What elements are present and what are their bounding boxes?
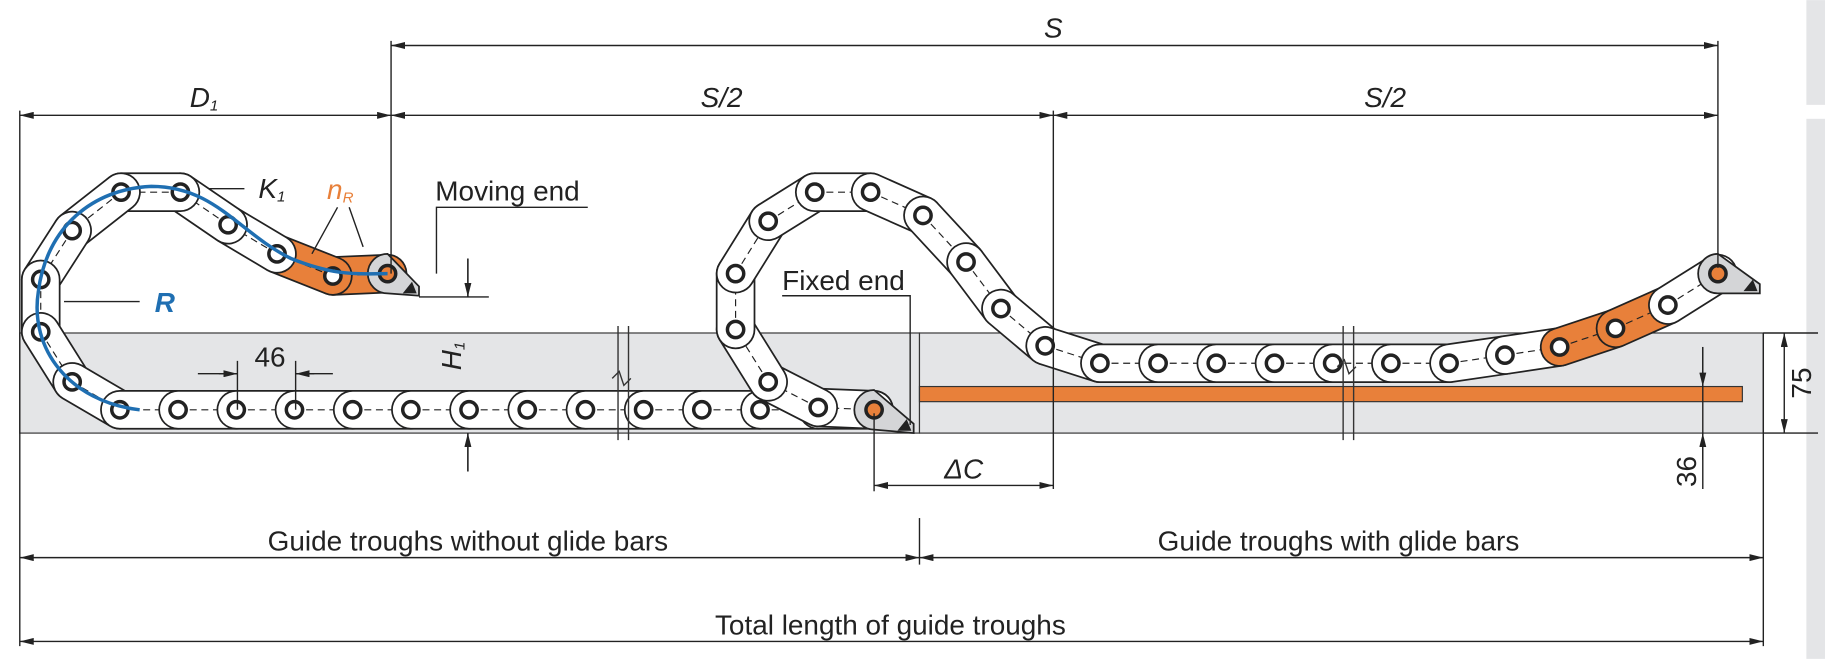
- label-s-half-left: S/2: [701, 82, 743, 113]
- break-mark: [611, 326, 1357, 441]
- chain-pin: [575, 399, 596, 420]
- chain-pin: [633, 399, 654, 420]
- label-s-half-right: S/2: [1364, 82, 1406, 113]
- chain-pin: [226, 399, 247, 420]
- label-h1: H1: [436, 342, 468, 371]
- energy-chain: [20, 172, 1761, 435]
- chain-pin: [725, 319, 746, 340]
- nr-leader: [311, 206, 364, 255]
- chain-pin: [1549, 337, 1570, 357]
- bend-radius-curve: [35, 184, 388, 412]
- chain-pin: [168, 399, 188, 420]
- fixed-end-leader: [782, 295, 911, 425]
- chain-link-axis: [1504, 346, 1560, 356]
- chain-pin: [1657, 295, 1678, 315]
- label-s: S: [1044, 12, 1063, 43]
- label-36: 36: [1671, 456, 1702, 487]
- label-with-glide-bars: Guide troughs with glide bars: [1158, 526, 1520, 557]
- bracket-mount-icon: [897, 419, 912, 431]
- label-fixed-end: Fixed end: [782, 265, 905, 296]
- chain-pin: [913, 205, 933, 226]
- bracket-mount-icon: [1743, 279, 1758, 292]
- moving-end-leader: [435, 206, 588, 274]
- glide-bar: [918, 385, 1743, 403]
- chain-end-bracket: [1697, 252, 1761, 295]
- chain-pin: [1035, 335, 1056, 356]
- chain-pin: [400, 399, 421, 420]
- label-moving-end: Moving end: [435, 175, 579, 206]
- chain-pin: [1264, 353, 1285, 374]
- chain-pin: [1206, 353, 1227, 374]
- label-nr: nR: [327, 174, 354, 206]
- chain-pin: [956, 252, 976, 272]
- label-k1: K1: [258, 173, 285, 205]
- side-strip: [1806, 118, 1825, 659]
- chain-pin: [750, 399, 770, 420]
- chain-pin: [725, 263, 746, 284]
- chain-pin: [342, 399, 363, 420]
- chain-pin: [758, 371, 779, 392]
- chain-pin: [1605, 318, 1626, 339]
- label-delta-c: ΔC: [943, 453, 984, 484]
- label-d1: D1: [190, 82, 219, 114]
- chain-pin: [758, 211, 779, 232]
- chain-pin: [459, 399, 479, 420]
- label-without-glide-bars: Guide troughs without glide bars: [268, 526, 668, 557]
- chain-pin: [1380, 353, 1401, 374]
- chain-pin: [804, 182, 825, 203]
- chain-pin: [1148, 353, 1168, 374]
- chain-pin: [517, 399, 538, 420]
- chain-end-pin: [1708, 263, 1728, 284]
- chain-pin: [1495, 345, 1515, 365]
- side-strip: [1806, 0, 1825, 105]
- chain-pin: [1089, 353, 1110, 374]
- label-75: 75: [1786, 368, 1817, 399]
- label-pitch-46: 46: [254, 342, 285, 373]
- chain-pin: [1322, 353, 1343, 374]
- chain-pin: [991, 298, 1011, 319]
- label-r: R: [155, 287, 175, 318]
- chain-pin: [808, 397, 829, 418]
- chain-link-axis: [767, 191, 816, 222]
- chain-pin: [284, 399, 305, 420]
- chain-pin: [691, 399, 712, 420]
- chain-pin: [860, 182, 881, 203]
- label-total-length: Total length of guide troughs: [715, 609, 1066, 640]
- chain-pin: [1439, 353, 1459, 374]
